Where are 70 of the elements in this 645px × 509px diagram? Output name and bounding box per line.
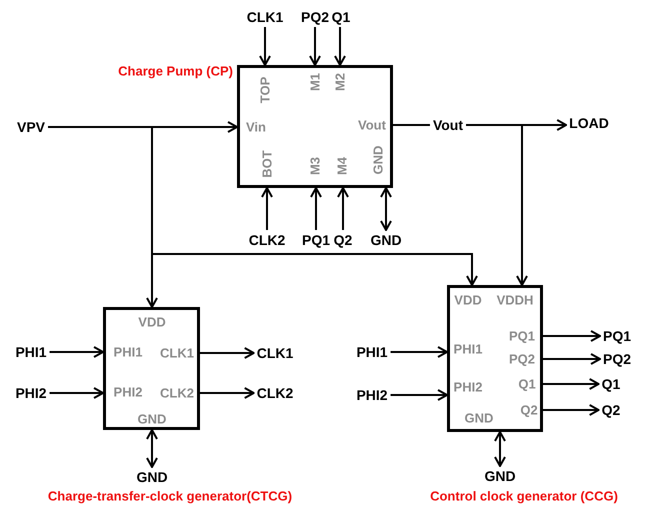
terminal-label: Q1 bbox=[332, 10, 350, 24]
terminal-label: CLK1 bbox=[256, 346, 294, 360]
block-title: Charge Pump (CP) bbox=[118, 64, 233, 78]
arrow bbox=[380, 187, 392, 231]
pin-label: GND bbox=[372, 146, 384, 174]
terminal-label: Q1 bbox=[602, 377, 620, 391]
pin-label: VDD bbox=[138, 316, 166, 328]
arrow bbox=[466, 124, 528, 286]
terminal-label: PQ1 bbox=[603, 329, 631, 343]
arrow bbox=[543, 378, 600, 390]
terminal-label: Q2 bbox=[602, 403, 620, 417]
pin-label: PHI2 bbox=[454, 380, 482, 394]
pin-label: M1 bbox=[308, 72, 322, 92]
pin-label: M2 bbox=[334, 72, 346, 92]
pin-label: M3 bbox=[308, 156, 322, 176]
arrow bbox=[48, 126, 478, 286]
terminal-label: PHI2 bbox=[15, 386, 47, 400]
pin-label: Q2 bbox=[520, 404, 538, 416]
arrow bbox=[334, 27, 346, 66]
pin-label: BOT bbox=[260, 150, 274, 178]
arrow bbox=[200, 347, 255, 359]
arrow bbox=[390, 389, 448, 401]
arrow bbox=[259, 27, 271, 66]
pin-label: GND bbox=[464, 412, 494, 424]
pin-label: PHI1 bbox=[454, 342, 482, 356]
terminal-label: CLK2 bbox=[256, 386, 294, 400]
pin-label: GND bbox=[138, 412, 166, 426]
arrow bbox=[494, 431, 506, 467]
arrow bbox=[337, 187, 349, 230]
terminal-label: PHI1 bbox=[15, 345, 47, 359]
pin-label: Vin bbox=[246, 120, 266, 134]
terminal-label: Vout bbox=[432, 118, 464, 132]
arrow bbox=[309, 27, 321, 66]
pin-label: CLK1 bbox=[160, 346, 194, 360]
pin-label: Q1 bbox=[518, 378, 536, 390]
pin-label: Vout bbox=[358, 118, 386, 132]
pin-label: TOP bbox=[258, 76, 272, 104]
terminal-label: GND bbox=[370, 233, 402, 247]
terminal-label: PQ2 bbox=[603, 352, 631, 366]
terminal-label: Q2 bbox=[334, 233, 352, 247]
block-title: Control clock generator (CCG) bbox=[430, 490, 618, 502]
pin-label: VDD bbox=[454, 294, 482, 306]
pin-label: CLK2 bbox=[160, 386, 194, 400]
arrow bbox=[146, 429, 158, 468]
pin-label: M4 bbox=[336, 156, 348, 176]
arrow bbox=[543, 404, 600, 416]
terminal-label: LOAD bbox=[569, 116, 609, 130]
pin-label: VDDH bbox=[496, 294, 534, 306]
arrow bbox=[50, 346, 104, 358]
terminal-label: PHI2 bbox=[356, 388, 388, 402]
arrow bbox=[543, 330, 601, 342]
terminal-label: PHI1 bbox=[356, 345, 388, 359]
terminal-label: PQ1 bbox=[302, 233, 330, 247]
pin-label: PHI2 bbox=[114, 386, 142, 398]
pin-label: PHI1 bbox=[114, 346, 142, 358]
arrow bbox=[390, 346, 448, 358]
terminal-label: GND bbox=[136, 470, 168, 484]
terminal-label: CLK1 bbox=[246, 10, 284, 24]
block-title: Charge-transfer-clock generator(CTCG) bbox=[48, 490, 292, 502]
arrow bbox=[200, 387, 255, 399]
terminal-label: PQ2 bbox=[301, 10, 329, 24]
arrow bbox=[261, 187, 273, 230]
pin-label: PQ2 bbox=[509, 352, 535, 366]
terminal-label: GND bbox=[484, 469, 516, 483]
terminal-label: CLK2 bbox=[248, 233, 286, 247]
arrow bbox=[50, 387, 104, 399]
terminal-label: VPV bbox=[17, 120, 45, 134]
pin-label: PQ1 bbox=[509, 330, 535, 342]
arrow bbox=[543, 353, 601, 365]
arrow bbox=[310, 187, 322, 230]
